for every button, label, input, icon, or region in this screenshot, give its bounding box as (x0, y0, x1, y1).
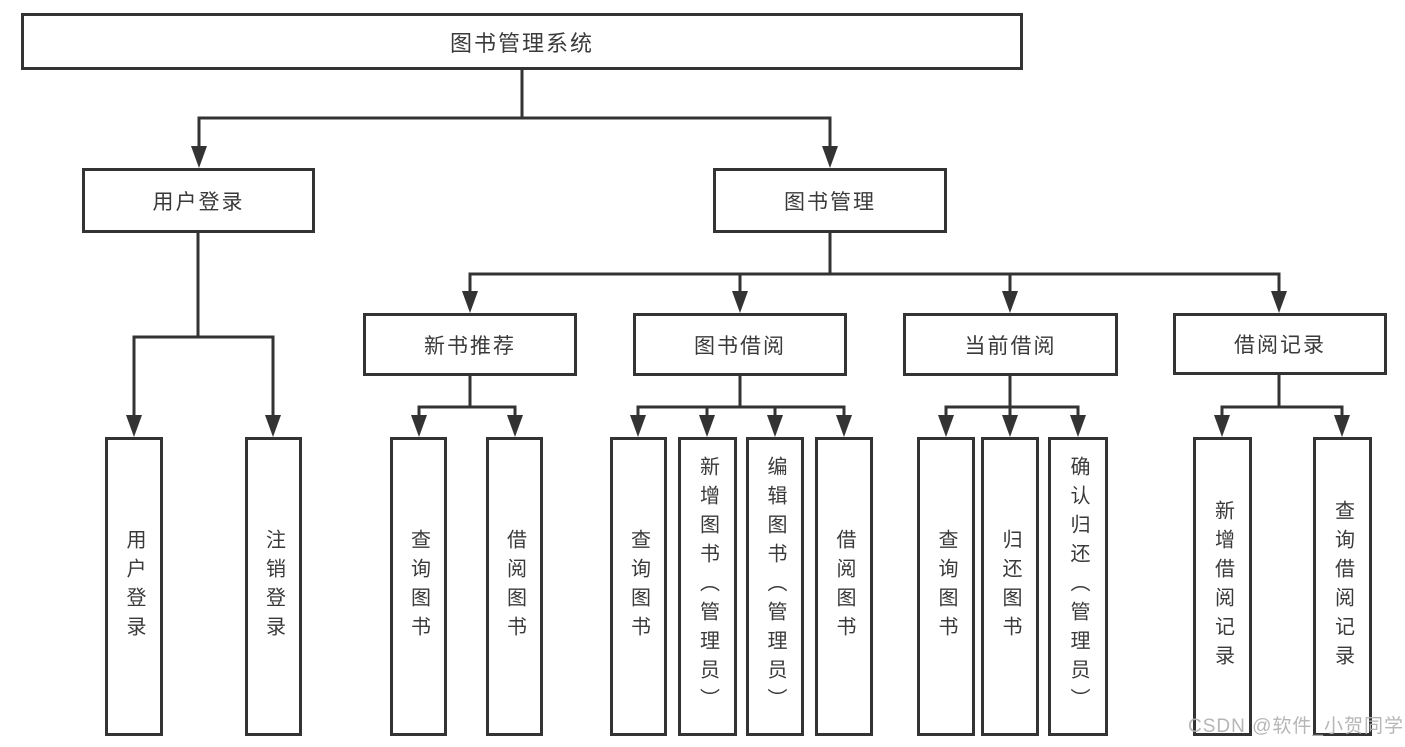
node-label: 查询图书 (407, 528, 430, 645)
node-label: 图书借阅 (694, 334, 786, 358)
csdn-watermark: CSDN @软件_小贺同学 (1188, 716, 1404, 737)
node-book-management: 图书管理 (713, 168, 947, 233)
node-label: 确认归还（管理员） (1067, 456, 1089, 717)
node-label: 归还图书 (999, 528, 1021, 645)
node-leaf-query-book-1: 查询图书 (390, 437, 447, 736)
node-label: 借阅图书 (833, 528, 855, 645)
node-user-login: 用户登录 (82, 168, 315, 233)
node-label: 新增图书（管理员） (696, 456, 719, 717)
node-label: 注销登录 (262, 528, 285, 645)
node-label: 图书管理系统 (449, 30, 594, 56)
node-borrow-records: 借阅记录 (1173, 313, 1387, 375)
node-label: 查询图书 (627, 528, 650, 645)
node-leaf-add-borrow-record: 新增借阅记录 (1193, 437, 1252, 736)
node-root: 图书管理系统 (21, 13, 1023, 70)
node-leaf-logout: 注销登录 (245, 437, 302, 736)
node-book-borrow: 图书借阅 (633, 313, 847, 376)
node-leaf-query-book-3: 查询图书 (917, 437, 975, 736)
node-label: 查询图书 (935, 528, 957, 645)
node-new-book-recommend: 新书推荐 (363, 313, 577, 376)
node-label: 新书推荐 (424, 334, 516, 358)
node-label: 图书管理 (784, 190, 876, 214)
node-leaf-borrow-book-1: 借阅图书 (486, 437, 543, 736)
node-current-borrow: 当前借阅 (903, 313, 1118, 376)
node-label: 编辑图书（管理员） (764, 456, 786, 717)
node-label: 新增借阅记录 (1211, 499, 1234, 674)
node-label: 借阅图书 (503, 528, 526, 645)
node-label: 查询借阅记录 (1331, 499, 1354, 674)
node-leaf-edit-book-admin: 编辑图书（管理员） (746, 437, 804, 736)
node-label: 用户登录 (123, 528, 145, 645)
node-label: 当前借阅 (964, 334, 1057, 358)
node-leaf-query-borrow-record: 查询借阅记录 (1313, 437, 1372, 736)
node-label: 借阅记录 (1234, 334, 1326, 357)
node-leaf-add-book-admin: 新增图书（管理员） (678, 437, 737, 736)
node-leaf-query-book-2: 查询图书 (610, 437, 667, 736)
node-leaf-confirm-return-admin: 确认归还（管理员） (1048, 437, 1108, 736)
node-label: 用户登录 (152, 190, 245, 214)
node-leaf-user-login: 用户登录 (105, 437, 163, 736)
node-leaf-return-book: 归还图书 (981, 437, 1039, 736)
node-leaf-borrow-book-2: 借阅图书 (815, 437, 873, 736)
